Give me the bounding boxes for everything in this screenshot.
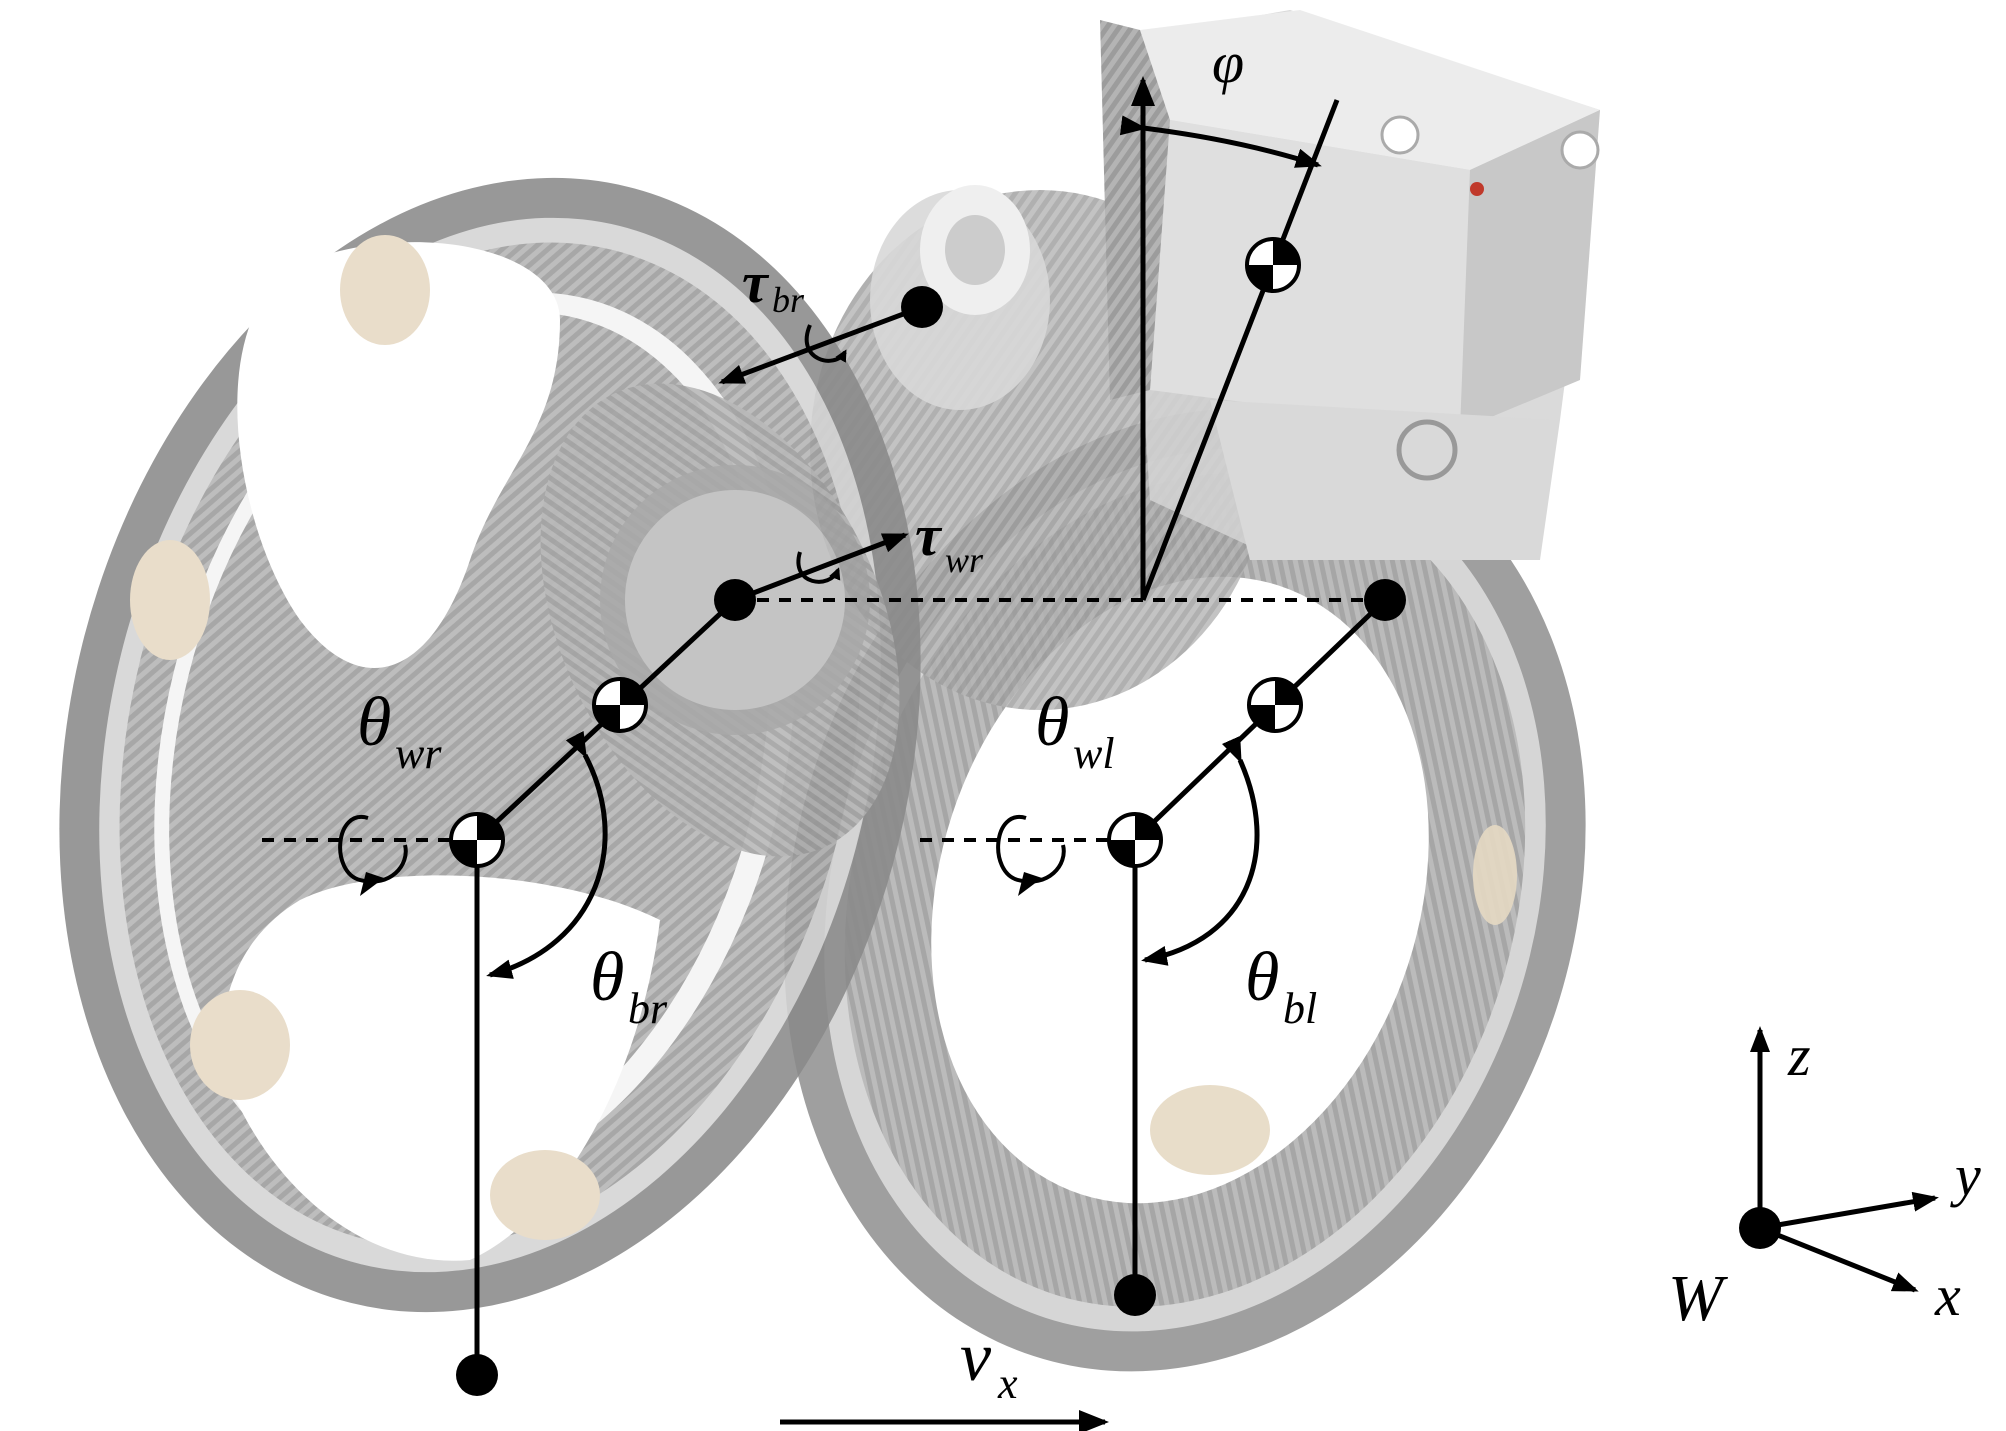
theta-bl-symbol: θ: [1245, 939, 1279, 1016]
tau-br-subscript: br: [772, 280, 805, 320]
theta-br-symbol: θ: [590, 939, 624, 1016]
roller: [340, 235, 430, 345]
tau-wr-rotation-icon: [796, 551, 841, 584]
robot-body: [810, 10, 1600, 710]
world-origin-point: [1739, 1207, 1781, 1249]
theta-br-arc: [486, 730, 608, 979]
world-y-axis: [1759, 1191, 1939, 1231]
indicator-light: [1470, 182, 1484, 196]
world-x-label: x: [1934, 1263, 1961, 1328]
theta-bl-subscript: bl: [1283, 984, 1317, 1033]
tau-br-rotation-icon: [804, 324, 847, 363]
velocity-subscript: x: [997, 1359, 1018, 1408]
roller: [130, 540, 210, 660]
tau-br-arrow: [718, 304, 923, 385]
com-body: [1245, 237, 1301, 293]
roller: [190, 990, 290, 1100]
com-markers: [449, 237, 1303, 868]
world-y-label: y: [1950, 1143, 1981, 1208]
theta-wr-symbol: θ: [357, 684, 391, 761]
roller: [1150, 1085, 1270, 1175]
body-pitch-line: [1140, 99, 1340, 601]
left-pivot-point: [1364, 579, 1406, 621]
com-right-leg: [592, 677, 648, 733]
points: [456, 286, 1781, 1396]
labels: φ τ br τ wr θ wr θ wl θ br θ bl v x z y …: [357, 30, 1981, 1408]
theta-wl-symbol: θ: [1035, 684, 1069, 761]
tau-br-symbol: τ: [742, 250, 770, 315]
tau-wr-arrow: [734, 532, 909, 603]
fan-icon: [1396, 419, 1458, 481]
roller: [1473, 825, 1517, 925]
tau-wr-symbol: τ: [915, 503, 943, 568]
com-left-wheel: [1107, 812, 1163, 868]
roller: [490, 1150, 600, 1240]
theta-wl-rotation-icon: [996, 814, 1066, 884]
theta-bl-arc: [1141, 735, 1260, 966]
right-contact-point: [456, 1354, 498, 1396]
motor-module: [870, 185, 1050, 410]
theta-wr-rotation-icon: [338, 814, 408, 884]
right-pivot-point: [714, 579, 756, 621]
theta-wr-subscript: wr: [395, 729, 442, 778]
velocity-symbol: v: [960, 1319, 992, 1396]
com-left-leg: [1247, 677, 1303, 733]
phi-arc: [1119, 115, 1322, 168]
tau-wr-subscript: wr: [945, 540, 984, 580]
world-x-axis: [1759, 1225, 1919, 1293]
annotations: [262, 76, 1939, 1431]
world-frame-label: W: [1668, 1262, 1728, 1335]
theta-br-subscript: br: [628, 984, 668, 1033]
com-right-wheel: [449, 812, 505, 868]
left-contact-point: [1114, 1274, 1156, 1316]
phi-label: φ: [1212, 30, 1244, 95]
motor-point: [901, 286, 943, 328]
world-z-label: z: [1787, 1023, 1811, 1088]
theta-wl-subscript: wl: [1073, 729, 1115, 778]
